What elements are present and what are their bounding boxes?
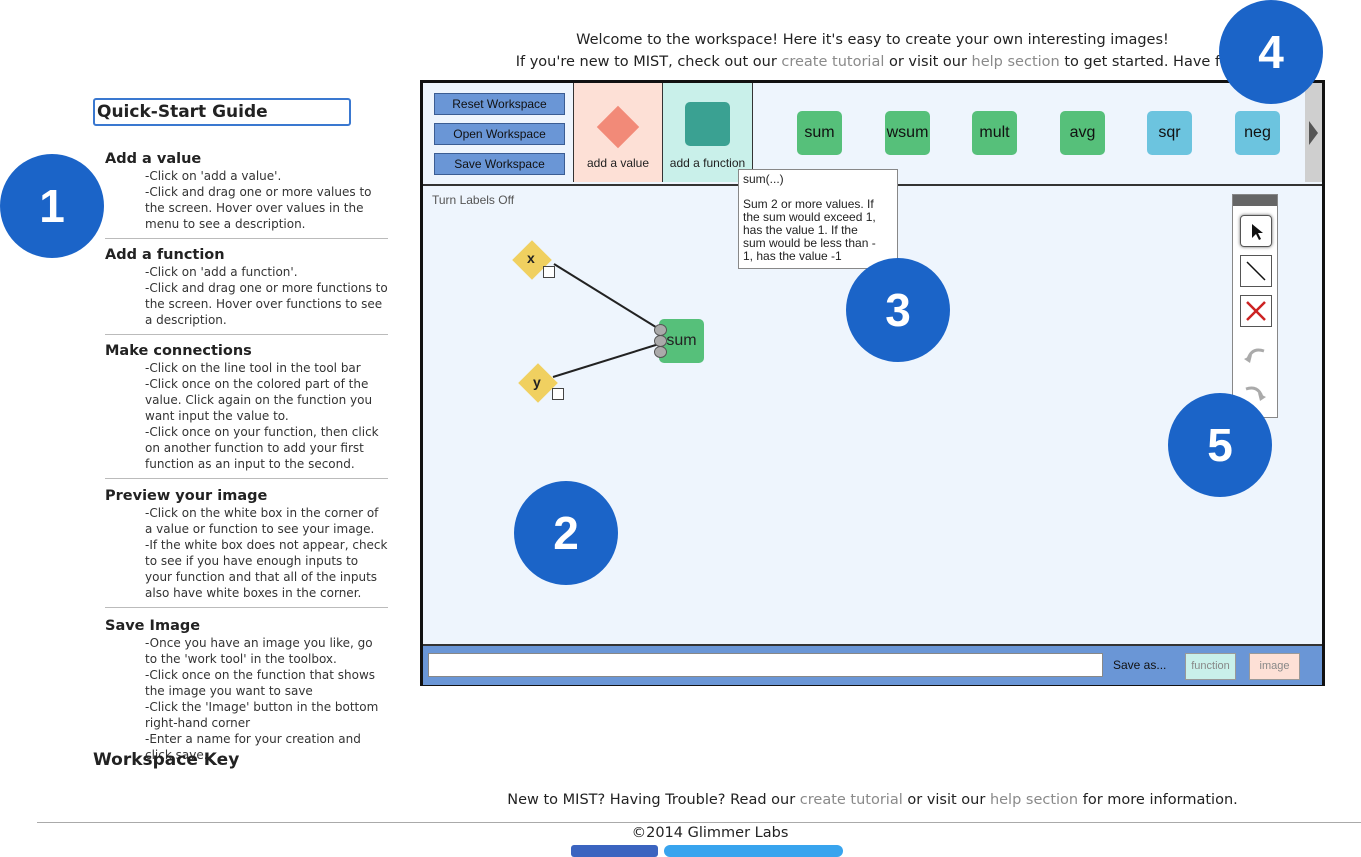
close-icon (1246, 301, 1266, 321)
guide-step: -Click the 'Image' button in the bottom … (145, 700, 379, 730)
select-tool[interactable] (1240, 215, 1272, 247)
guide-heading: Add a function (105, 247, 225, 263)
guide-step: -If the white box does not appear, check… (145, 538, 388, 600)
footer-divider (37, 822, 1361, 823)
add-function-tile[interactable]: add a function (663, 83, 753, 182)
preview-box[interactable] (543, 266, 555, 278)
add-value-label: add a value (586, 156, 650, 170)
welcome-text: or visit our (884, 54, 972, 70)
function-sqr-button[interactable]: sqr (1147, 111, 1192, 155)
guide-step: -Click once on your function, then click… (145, 425, 379, 471)
function-tooltip: sum(...) Sum 2 or more values. If the su… (738, 169, 898, 269)
footer-text: New to MIST? Having Trouble? Read our (507, 792, 800, 808)
square-icon (685, 102, 730, 146)
guide-step: -Click on the line tool in the tool bar (145, 361, 361, 375)
welcome-text: to get started. Have fu (1059, 54, 1230, 70)
save-image-button[interactable]: image (1249, 653, 1300, 680)
welcome-line-2: If you're new to MIST, check out our cre… (420, 51, 1325, 73)
line-tool[interactable] (1240, 255, 1272, 287)
save-function-button[interactable]: function (1185, 653, 1236, 680)
help-section-link[interactable]: help section (971, 54, 1060, 70)
redo-icon (1245, 386, 1266, 401)
redo-button[interactable] (1240, 375, 1270, 405)
footer-text: or visit our (902, 792, 990, 808)
guide-step: -Click and drag one or more values to th… (145, 185, 372, 231)
function-mult-button[interactable]: mult (972, 111, 1017, 155)
twitter-follow-button[interactable] (664, 845, 843, 857)
reset-workspace-button[interactable]: Reset Workspace (434, 93, 565, 115)
value-node-y-label: y (533, 374, 541, 390)
workspace: Reset Workspace Open Workspace Save Work… (420, 80, 1325, 686)
line-icon (1246, 261, 1266, 281)
marker-5: 5 (1168, 393, 1272, 497)
input-port[interactable] (654, 346, 667, 358)
marker-3: 3 (846, 258, 950, 362)
preview-box[interactable] (552, 388, 564, 400)
add-function-label: add a function (669, 156, 746, 170)
add-value-tile[interactable]: add a value (573, 83, 663, 182)
footer-help-section-link[interactable]: help section (989, 792, 1079, 808)
guide-step: -Click on 'add a value'. (145, 169, 282, 183)
guide-step: -Click on the white box in the corner of… (145, 506, 379, 536)
open-workspace-button[interactable]: Open Workspace (434, 123, 565, 145)
guide-step: -Click on 'add a function'. (145, 265, 298, 279)
function-menu: Reset Workspace Open Workspace Save Work… (423, 83, 1322, 186)
undo-icon (1244, 348, 1265, 363)
filename-input[interactable] (428, 653, 1103, 677)
delete-tool[interactable] (1240, 295, 1272, 327)
function-sum-button[interactable]: sum (797, 111, 842, 155)
create-tutorial-link[interactable]: create tutorial (781, 54, 885, 70)
guide-section-add-function: Add a function -Click on 'add a function… (105, 246, 388, 335)
save-workspace-button[interactable]: Save Workspace (434, 153, 565, 175)
guide-heading: Preview your image (105, 488, 268, 504)
welcome-text: If you're new to MIST, check out our (515, 54, 782, 70)
guide-step: -Enter a name for your creation and clic… (145, 732, 361, 762)
guide-section-preview: Preview your image -Click on the white b… (105, 487, 388, 608)
footer-create-tutorial-link[interactable]: create tutorial (799, 792, 903, 808)
footer-help-message: New to MIST? Having Trouble? Read our cr… (420, 792, 1325, 808)
guide-step: -Click once on the function that shows t… (145, 668, 376, 698)
function-wsum-button[interactable]: wsum (885, 111, 930, 155)
guide-step: -Click once on the colored part of the v… (145, 377, 373, 423)
diamond-icon (596, 105, 640, 149)
marker-1: 1 (0, 154, 104, 258)
welcome-line-1: Welcome to the workspace! Here it's easy… (576, 32, 1169, 48)
undo-button[interactable] (1240, 337, 1270, 367)
tooltip-description: Sum 2 or more values. If the sum would e… (743, 197, 876, 263)
guide-heading: Add a value (105, 151, 202, 167)
guide-step: -Once you have an image you like, go to … (145, 636, 373, 666)
chevron-right-icon (1309, 121, 1318, 145)
welcome-message: Welcome to the workspace! Here it's easy… (420, 29, 1325, 73)
marker-4: 4 (1219, 0, 1323, 104)
workspace-key-title: Workspace Key (93, 750, 240, 770)
turn-labels-off-toggle[interactable]: Turn Labels Off (432, 193, 515, 207)
guide-heading: Make connections (105, 343, 252, 359)
guide-section-connections: Make connections -Click on the line tool… (105, 342, 388, 479)
guide-section-add-value: Add a value -Click on 'add a value'. -Cl… (105, 150, 388, 239)
guide-step: -Click and drag one or more functions to… (145, 281, 388, 327)
toolbox (1232, 194, 1278, 418)
function-neg-button[interactable]: neg (1235, 111, 1280, 155)
connection-lines (552, 263, 660, 378)
tooltip-title: sum(...) (743, 172, 784, 186)
copyright: ©2014 Glimmer Labs (631, 825, 789, 841)
function-avg-button[interactable]: avg (1060, 111, 1105, 155)
guide-section-save-image: Save Image -Once you have an image you l… (105, 617, 388, 762)
cursor-icon (1252, 224, 1263, 240)
toolbox-handle[interactable] (1233, 195, 1277, 206)
guide-title: Quick-Start Guide (93, 98, 351, 126)
marker-2: 2 (514, 481, 618, 585)
facebook-like-button[interactable] (571, 845, 658, 857)
guide-heading: Save Image (105, 618, 201, 634)
value-node-x-label: x (527, 250, 535, 266)
save-bar: Save as... function image (423, 644, 1322, 685)
save-as-label: Save as... (1113, 658, 1167, 672)
footer-text: for more information. (1078, 792, 1238, 808)
menu-scroll-right[interactable] (1305, 83, 1322, 182)
